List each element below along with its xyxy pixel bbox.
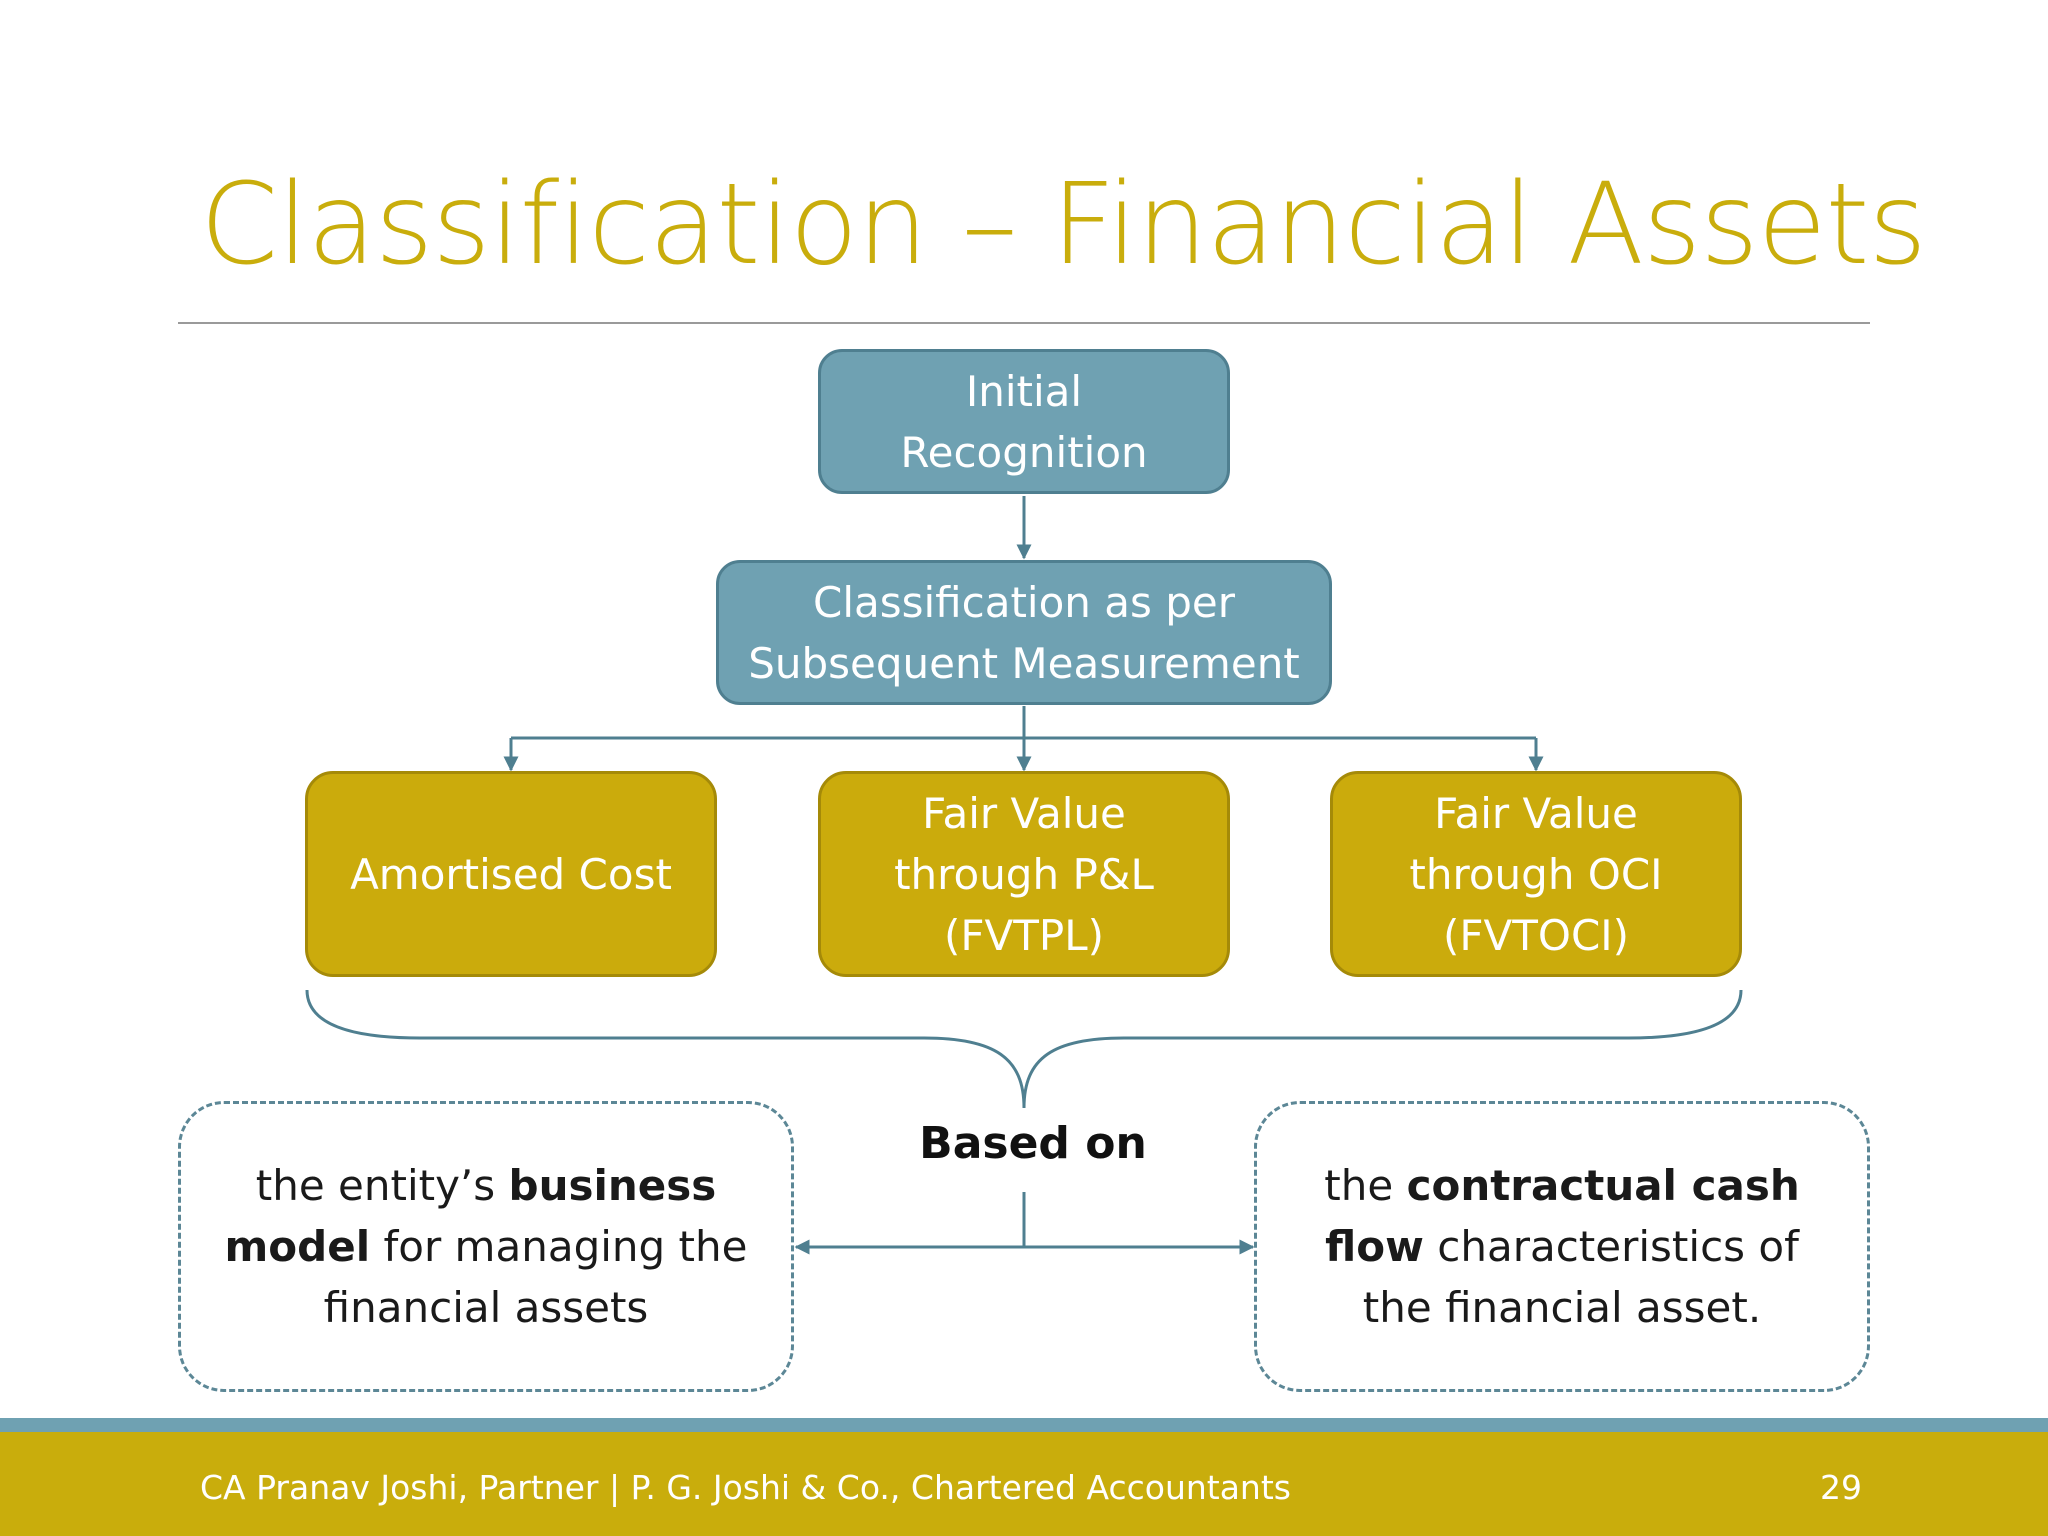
classification-label: Classification as per Subsequent Measure… [748,577,1300,688]
initial-recognition-box: Initial Recognition [818,349,1230,494]
title-divider [178,322,1870,324]
fvtoci-box: Fair Value through OCI (FVTOCI) [1330,771,1742,977]
cash-flow-emphasis: contractual cash flow [1325,1161,1800,1271]
cash-flow-text: the contractual cash flow characteristic… [1324,1161,1800,1332]
fvtoci-label: Fair Value through OCI (FVTOCI) [1409,788,1663,960]
slide-title: Classification – Financial Assets [200,160,1927,290]
amortised-cost-label: Amortised Cost [350,849,672,899]
classification-box: Classification as per Subsequent Measure… [716,560,1332,705]
business-model-text: the entity’s business model for managing… [224,1161,748,1332]
cash-flow-box: the contractual cash flow characteristic… [1254,1101,1870,1392]
fvtpl-box: Fair Value through P&L (FVTPL) [818,771,1230,977]
business-model-box: the entity’s business model for managing… [178,1101,794,1392]
grouping-brace [305,989,1743,1109]
amortised-cost-box: Amortised Cost [305,771,717,977]
fvtpl-label: Fair Value through P&L (FVTPL) [894,788,1154,960]
based-on-label: Based on [919,1118,1147,1169]
footer-stripe [0,1418,2048,1432]
initial-recognition-label: Initial Recognition [900,366,1148,477]
footer-bar [0,1432,2048,1536]
footer-text: CA Pranav Joshi, Partner | P. G. Joshi &… [200,1468,1291,1507]
page-number: 29 [1820,1468,1862,1507]
business-model-emphasis: business model [224,1161,717,1271]
